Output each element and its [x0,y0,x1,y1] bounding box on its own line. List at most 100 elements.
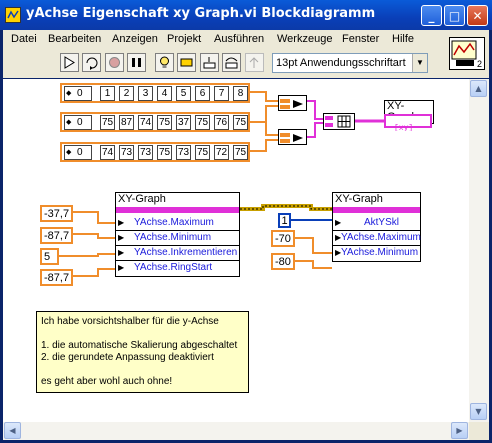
vertical-scrollbar[interactable]: ▲ ▼ [469,79,489,422]
comment-note[interactable]: Ich habe vorsichtshalber für die y-Achse… [36,311,249,393]
property-row[interactable]: ▶YAchse.Minimum [333,246,420,261]
array-element[interactable]: 72 [214,145,229,160]
array-element[interactable]: 37 [176,115,191,130]
numeric-constant[interactable]: -70 [271,230,295,247]
abort-button[interactable] [105,53,124,72]
bundle-node[interactable] [278,95,307,111]
vi-icon[interactable]: 2 [449,37,485,70]
numeric-constant[interactable]: -87,7 [40,269,73,286]
array-element[interactable]: 73 [119,145,134,160]
property-row[interactable]: ▶YAchse.Maximum [116,216,239,231]
scroll-left-icon[interactable]: ◀ [4,422,21,439]
scroll-up-icon[interactable]: ▲ [470,80,487,97]
array-element[interactable]: 4 [157,86,172,101]
array-element[interactable]: 1 [100,86,115,101]
highlight-execution-button[interactable] [155,53,174,72]
array-element[interactable]: 76 [214,115,229,130]
graph-terminal-icon: [xy] [384,114,432,133]
property-node-reference-bar [116,207,239,213]
array-element[interactable]: 75 [195,115,210,130]
note-line: 1. die automatische Skalierung abgeschal… [41,340,238,351]
font-select[interactable]: 13pt Anwendungsschriftart ▼ [272,53,428,73]
array-element[interactable]: 3 [138,86,153,101]
array-control-3[interactable]: ◆0 74 73 73 75 73 75 72 75 [60,142,250,162]
graph-terminal[interactable]: XY-Graph [xy] [384,100,434,133]
menu-datei[interactable]: Datei [11,33,37,45]
pause-button[interactable] [127,53,146,72]
menu-werkzeuge[interactable]: Werkzeuge [277,33,333,45]
chevron-down-icon[interactable]: ▼ [412,54,427,72]
numeric-constant[interactable]: 5 [40,248,59,265]
block-diagram-canvas[interactable]: ◆0 1 2 3 4 5 6 7 8 ◆0 75 87 74 75 37 75 … [3,79,469,422]
property-node-reference-bar [333,207,420,213]
scroll-right-icon[interactable]: ▶ [451,422,468,439]
menu-fenster[interactable]: Fenster [342,33,380,45]
array-element[interactable]: 2 [119,86,134,101]
vi-icon-number: 2 [476,59,482,69]
array-element[interactable]: 75 [233,115,248,130]
property-node-label: XY-Graph [116,193,239,208]
numeric-constant[interactable]: -37,7 [40,205,73,222]
menu-anzeigen[interactable]: Anzeigen [112,33,158,45]
step-out-button[interactable] [245,53,264,72]
array-element[interactable]: 74 [138,115,153,130]
maximize-icon: □ [448,9,461,23]
array-index[interactable]: ◆0 [64,86,92,101]
menu-bearbeiten[interactable]: Bearbeiten [48,33,102,45]
property-node-right[interactable]: XY-Graph ▶AktYSkl ▶YAchse.Maximum ▶YAchs… [332,192,421,262]
property-row[interactable]: ▶YAchse.Inkrementieren [116,246,239,261]
array-element[interactable]: 75 [195,145,210,160]
array-element[interactable]: 5 [176,86,191,101]
numeric-constant[interactable]: -80 [271,253,295,270]
maximize-button[interactable]: □ [444,5,465,26]
horizontal-scrollbar[interactable]: ◀ ▶ [3,422,469,440]
array-element[interactable]: 7 [214,86,229,101]
property-node-left[interactable]: XY-Graph ▶YAchse.Maximum ▶ YAchse.Minimum… [115,192,240,277]
retain-wire-values-button[interactable] [177,53,196,72]
note-line: es geht aber wohl auch ohne! [41,376,173,387]
array-control-2[interactable]: ◆0 75 87 74 75 37 75 76 75 [60,112,250,132]
scroll-down-icon[interactable]: ▼ [470,403,487,420]
property-row[interactable]: ▶AktYSkl [333,216,420,231]
menu-projekt[interactable]: Projekt [167,33,202,45]
input-arrow-icon: ▶ [335,233,342,242]
array-index[interactable]: ◆0 [64,145,92,160]
property-node-label: XY-Graph [333,193,420,208]
property-name: YAchse.Minimum [134,232,212,243]
step-into-button[interactable] [200,53,219,72]
bundle-node[interactable] [278,129,307,145]
array-element[interactable]: 75 [157,145,172,160]
scroll-track[interactable] [470,97,487,400]
array-element[interactable]: 75 [233,145,248,160]
array-element[interactable]: 6 [195,86,210,101]
font-select-value: 13pt Anwendungsschriftart [276,57,406,69]
title-bar[interactable]: yAchse Eigenschaft xy Graph.vi Blockdiag… [0,0,492,30]
array-element[interactable]: 75 [100,115,115,130]
property-row[interactable]: ▶YAchse.Maximum [333,231,421,246]
run-continuously-button[interactable] [82,53,101,72]
array-control-1[interactable]: ◆0 1 2 3 4 5 6 7 8 [60,83,250,103]
array-element[interactable]: 8 [233,86,248,101]
array-index[interactable]: ◆0 [64,115,92,130]
step-over-button[interactable] [222,53,241,72]
array-element[interactable]: 75 [157,115,172,130]
build-array-node[interactable] [323,113,355,130]
menu-ausfuehren[interactable]: Ausführen [214,33,265,45]
property-row[interactable]: ▶ YAchse.Minimum [116,231,239,246]
array-element[interactable]: 73 [176,145,191,160]
array-element[interactable]: 74 [100,145,115,160]
input-arrow-icon: ▶ [118,233,125,242]
array-element[interactable]: 87 [119,115,134,130]
app-icon [5,7,21,23]
input-arrow-icon: ▶ [118,218,125,227]
close-button[interactable]: ✕ [467,5,488,26]
property-name: YAchse.Maximum [341,232,421,243]
resize-grip[interactable] [469,422,489,440]
minimize-button[interactable]: _ [421,5,442,26]
menu-hilfe[interactable]: Hilfe [392,33,415,45]
run-button[interactable] [60,53,79,72]
property-row[interactable]: ▶YAchse.RingStart [116,261,239,276]
numeric-constant[interactable]: -87,7 [40,227,73,244]
array-element[interactable]: 73 [138,145,153,160]
numeric-constant[interactable]: 1 [278,213,291,228]
